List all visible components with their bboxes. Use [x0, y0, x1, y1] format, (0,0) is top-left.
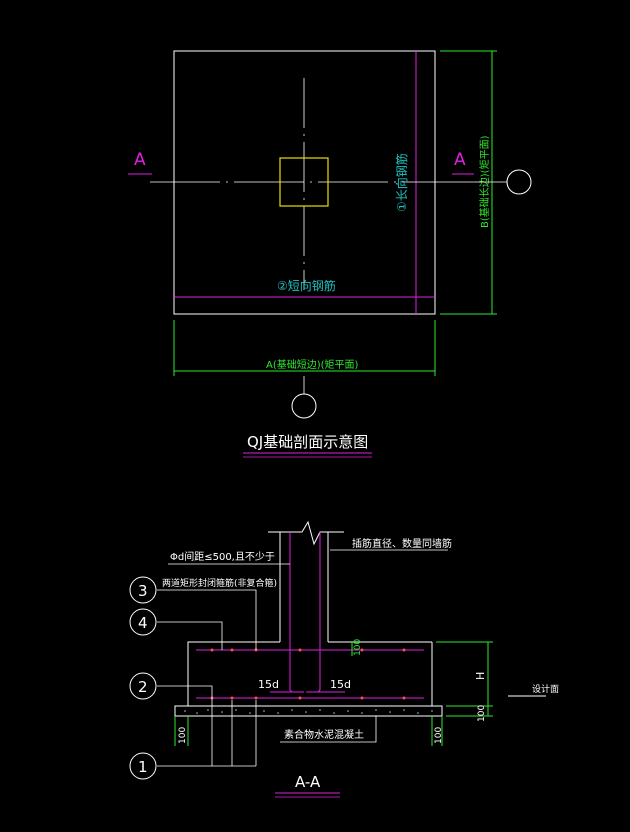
- wall-rebar-right: [317, 532, 321, 693]
- note-stirrup: 两道矩形封闭箍筋(非复合箍): [162, 577, 277, 589]
- callout-4: 4: [138, 614, 148, 632]
- dim-100-cover: 100: [353, 639, 363, 656]
- section-view: 插筋直径、数量同墙筋 Φd间距≤500,且不少于 两道矩形封闭箍筋(非复合箍) …: [129, 520, 559, 798]
- bedding-leader: [280, 716, 377, 743]
- dim-H: H: [474, 672, 487, 680]
- callout-2-leader: [157, 685, 213, 698]
- dim-100-left: 100: [178, 727, 188, 744]
- bedding-layer: [174, 705, 443, 717]
- bedding-hatch: [184, 709, 433, 714]
- rebar-dots: [210, 648, 406, 700]
- callout-4-bubble: [129, 608, 157, 636]
- callout-4-leader: [157, 621, 223, 650]
- foundation-outline: [173, 50, 436, 315]
- section-title: A-A: [295, 773, 321, 791]
- callout-1-bubble: [129, 752, 157, 780]
- dim-100-right: 100: [434, 727, 444, 744]
- plan-view: A A ①长向钢筋 ②短向钢筋 A(基础短边)(矩平面) B(基础长边)(矩平面…: [128, 50, 532, 458]
- label-15d-left: 15d: [258, 678, 279, 691]
- axis-bubble-right: [506, 169, 532, 195]
- note-top-right: 插筋直径、数量同墙筋: [352, 537, 452, 550]
- callout-3: 3: [138, 582, 148, 600]
- note-spacing: Φd间距≤500,且不少于: [170, 550, 275, 563]
- axis-bubble-bottom: [291, 393, 317, 419]
- dim-width-label: A(基础短边)(矩平面): [266, 358, 359, 371]
- dim-100-bottom: 100: [477, 705, 487, 722]
- callout-1: 1: [138, 758, 148, 776]
- rebar-2-label: ②短向钢筋: [277, 278, 336, 293]
- callout-2: 2: [138, 678, 148, 696]
- ground-label: 设计面: [532, 683, 559, 695]
- rebar-1-label: ①长向钢筋: [394, 153, 409, 212]
- section-mark-right: A: [454, 150, 466, 170]
- callout-3-leader: [157, 589, 257, 650]
- section-mark-left: A: [134, 150, 146, 170]
- bedding-label: 素合物水泥混凝土: [284, 728, 364, 741]
- wall-rebar-left: [289, 532, 293, 693]
- column-outline: [279, 157, 329, 207]
- callout-2-bubble: [129, 672, 157, 700]
- footing-outline: [187, 641, 280, 706]
- callout-3-bubble: [129, 576, 157, 604]
- plan-title: QJ基础剖面示意图: [247, 433, 368, 451]
- break-line: [268, 520, 344, 546]
- label-15d-right: 15d: [330, 678, 351, 691]
